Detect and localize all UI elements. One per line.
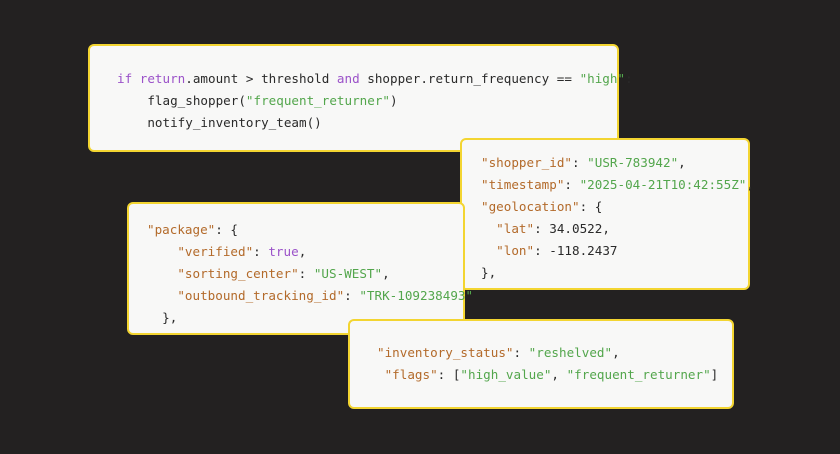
lon-key: "lon" — [496, 243, 535, 258]
frequent-returner-arg: "frequent_returner" — [245, 93, 390, 108]
call-close: ) — [389, 93, 398, 108]
inventory-status-key: "inventory_status" — [377, 345, 514, 360]
flags-key: "flags" — [384, 367, 438, 382]
flag-frequent-returner: "frequent_returner" — [566, 367, 711, 382]
shopper-id-value: "USR-783942" — [587, 155, 679, 170]
tracking-value: "TRK-109238493" — [359, 288, 474, 303]
verified-line: "verified": true, — [177, 244, 307, 259]
timestamp-line: "timestamp": "2025-04-21T10:42:55Z", — [481, 177, 754, 192]
inventory-record-card: "inventory_status": "reshelved", "flags"… — [348, 319, 734, 409]
lon-line: "lon": -118.2437 — [496, 243, 618, 258]
verified-key: "verified" — [177, 244, 254, 259]
flags-line: "flags": ["high_value", "frequent_return… — [384, 367, 719, 382]
timestamp-key: "timestamp" — [481, 177, 565, 192]
geolocation-close-line: }, — [481, 265, 497, 280]
lat-key: "lat" — [496, 221, 535, 236]
sorting-center-value: "US-WEST" — [313, 266, 383, 281]
package-line: "package": { — [147, 222, 238, 237]
inventory-status-line: "inventory_status": "reshelved", — [377, 345, 620, 360]
timestamp-value: "2025-04-21T10:42:55Z" — [579, 177, 747, 192]
shopper-id-line: "shopper_id": "USR-783942", — [481, 155, 686, 170]
string-high: "high" — [579, 71, 626, 86]
code-line-3: notify_inventory_team() — [117, 112, 617, 134]
shopper-record-card: "shopper_id": "USR-783942", "timestamp": … — [460, 138, 754, 290]
notify-inventory-call: notify_inventory_team() — [147, 115, 322, 130]
lon-value: -118.2437 — [549, 243, 618, 258]
flag-shopper-call: flag_shopper( — [147, 93, 246, 108]
flag-high-value: "high_value" — [460, 367, 552, 382]
geolocation-line: "geolocation": { — [481, 199, 603, 214]
tracking-key: "outbound_tracking_id" — [177, 288, 345, 303]
code-snippet-card: if return.amount > threshold and shopper… — [88, 44, 633, 152]
sorting-center-key: "sorting_center" — [177, 266, 299, 281]
package-close-line: }, — [147, 310, 178, 325]
verified-value: true — [268, 244, 299, 259]
frequency-comparison: shopper.return_frequency == — [359, 71, 580, 86]
package-key: "package" — [147, 222, 216, 237]
keyword-return: return — [139, 71, 186, 86]
package-record-card: "package": { "verified": true, "sorting_… — [127, 202, 474, 335]
amount-comparison: .amount > threshold — [185, 71, 337, 86]
keyword-and: and — [336, 71, 360, 86]
shopper-id-key: "shopper_id" — [481, 155, 572, 170]
keyword-if: if — [117, 71, 133, 86]
lat-value: 34.0522 — [549, 221, 603, 236]
colon: : — [625, 71, 633, 86]
inventory-status-value: "reshelved" — [528, 345, 613, 360]
code-line-2: flag_shopper("frequent_returner") — [117, 90, 617, 112]
code-line-1: if return.amount > threshold and shopper… — [117, 68, 633, 90]
lat-line: "lat": 34.0522, — [496, 221, 610, 236]
sorting-center-line: "sorting_center": "US-WEST", — [177, 266, 390, 281]
tracking-line: "outbound_tracking_id": "TRK-109238493" — [177, 288, 474, 303]
geolocation-key: "geolocation" — [481, 199, 580, 214]
